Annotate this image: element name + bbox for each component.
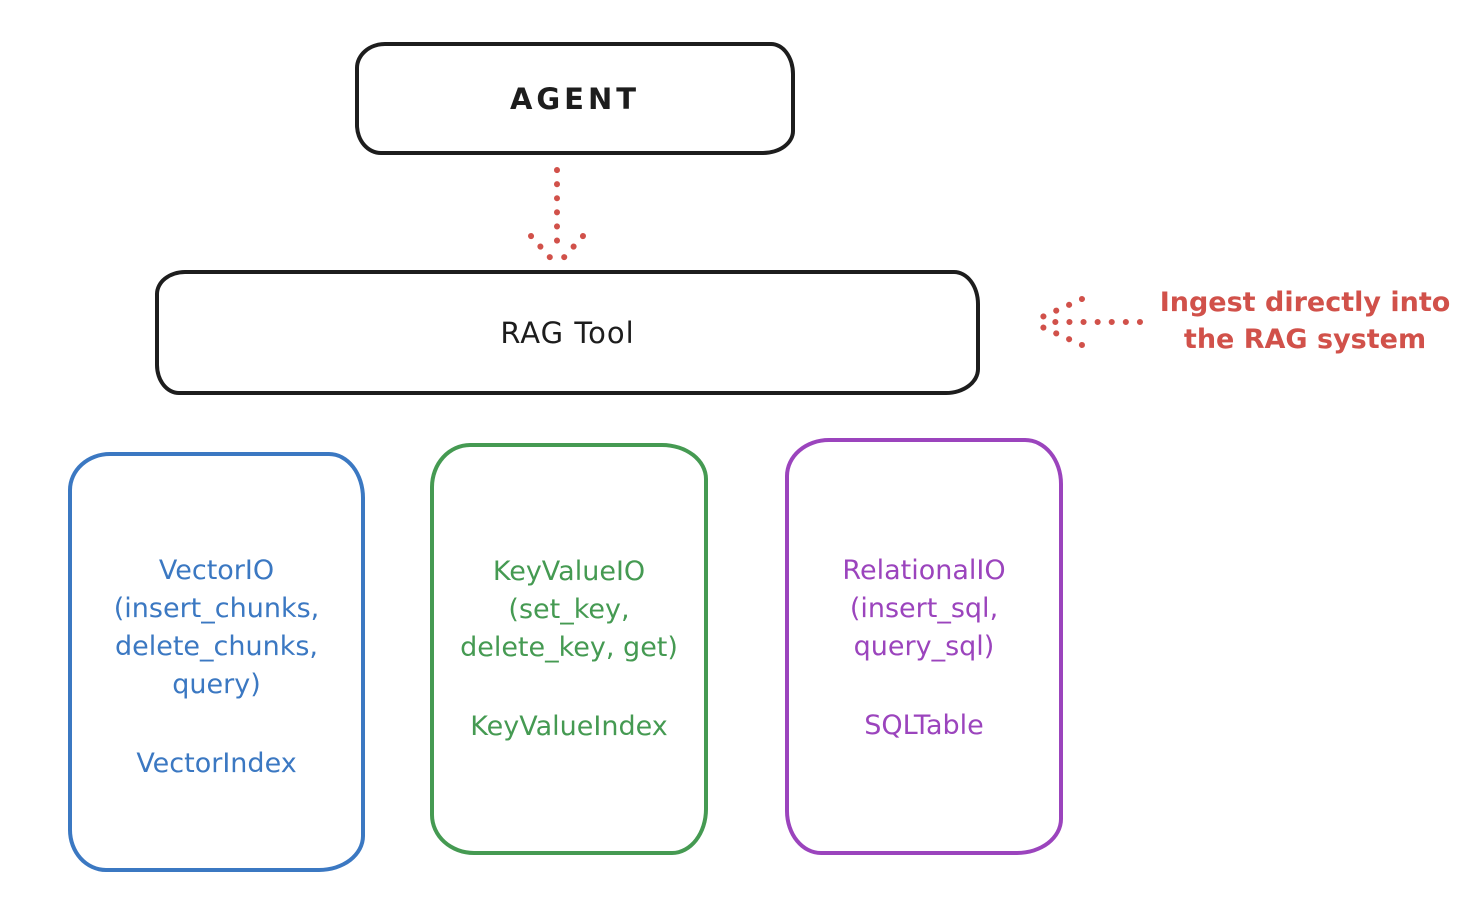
keyvalue-io-methods: (set_key, delete_key, get) xyxy=(460,594,678,663)
agent-to-rag-tool-arrow xyxy=(528,167,586,266)
relational-io-title: RelationalIO xyxy=(842,555,1006,586)
rag-tool-box: RAG Tool xyxy=(155,270,980,395)
vector-io-index: VectorIndex xyxy=(136,748,297,779)
relational-io-index: SQLTable xyxy=(864,710,984,741)
ingest-annotation: Ingest directly into the RAG system xyxy=(1159,287,1451,355)
agent-box: AGENT xyxy=(355,42,795,155)
agent-box-label: AGENT xyxy=(509,81,641,116)
keyvalue-io-title: KeyValueIO xyxy=(492,556,646,587)
keyvalue-io-index: KeyValueIndex xyxy=(470,711,668,742)
rag-tool-box-label: RAG Tool xyxy=(500,315,635,350)
vector-io-methods: (insert_chunks, delete_chunks, query) xyxy=(113,593,320,700)
relational-io-box: RelationalIO (insert_sql, query_sql) SQL… xyxy=(785,438,1063,855)
annotation-to-rag-tool-arrow xyxy=(1028,296,1143,348)
vector-io-title: VectorIO xyxy=(158,555,275,586)
relational-io-methods: (insert_sql, query_sql) xyxy=(849,593,999,662)
keyvalue-io-box: KeyValueIO (set_key, delete_key, get) Ke… xyxy=(430,443,708,855)
vector-io-box: VectorIO (insert_chunks, delete_chunks, … xyxy=(68,452,365,872)
